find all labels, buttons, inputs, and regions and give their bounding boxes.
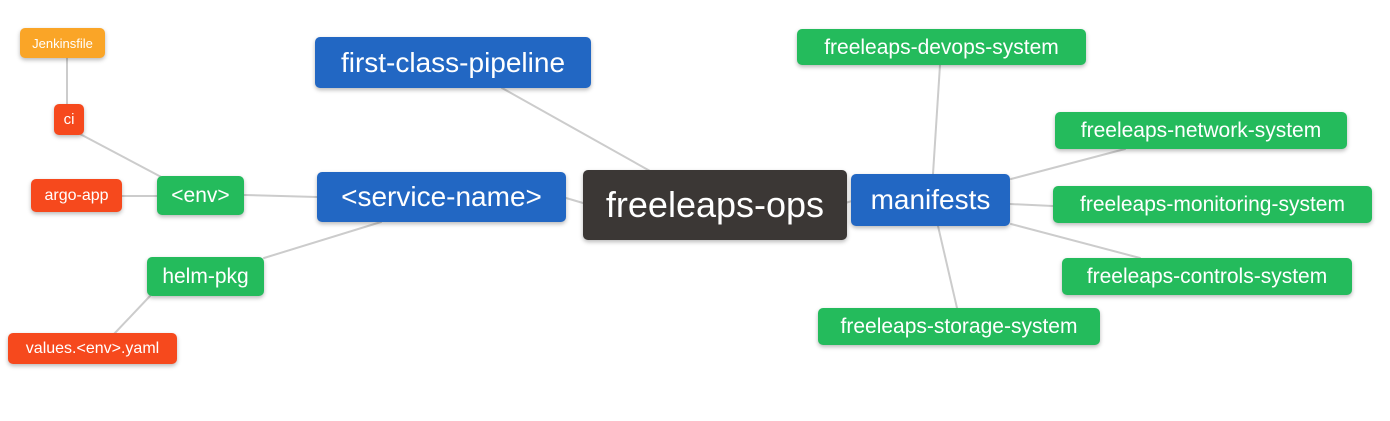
edge-service-name-env xyxy=(243,194,318,198)
node-freeleaps-storage-system[interactable]: freeleaps-storage-system xyxy=(818,308,1100,345)
node-freeleaps-ops[interactable]: freeleaps-ops xyxy=(583,170,847,240)
edge-freeleaps-ops-first-class-pipeline xyxy=(501,87,651,172)
node-values-env-yaml[interactable]: values.<env>.yaml xyxy=(8,333,177,364)
node-argo-app[interactable]: argo-app xyxy=(31,179,122,212)
node-ci[interactable]: ci xyxy=(54,104,84,135)
node-helm-pkg[interactable]: helm-pkg xyxy=(147,257,264,296)
edge-freeleaps-ops-service-name xyxy=(565,197,584,204)
edge-manifests-freeleaps-network-system xyxy=(1010,148,1126,180)
edge-manifests-freeleaps-monitoring-system xyxy=(1009,203,1054,207)
node-service-name[interactable]: <service-name> xyxy=(317,172,566,222)
edge-helm-pkg-values-env-yaml xyxy=(113,295,151,335)
node-freeleaps-network-system[interactable]: freeleaps-network-system xyxy=(1055,112,1347,149)
edge-manifests-freeleaps-devops-system xyxy=(932,64,941,175)
node-manifests[interactable]: manifests xyxy=(851,174,1010,226)
node-freeleaps-monitoring-system[interactable]: freeleaps-monitoring-system xyxy=(1053,186,1372,223)
edge-manifests-freeleaps-storage-system xyxy=(937,225,958,309)
node-freeleaps-devops-system[interactable]: freeleaps-devops-system xyxy=(797,29,1086,65)
node-freeleaps-controls-system[interactable]: freeleaps-controls-system xyxy=(1062,258,1352,295)
edge-manifests-freeleaps-controls-system xyxy=(1010,223,1141,259)
edge-env-ci xyxy=(79,133,166,180)
node-jenkinsfile[interactable]: Jenkinsfile xyxy=(20,28,105,58)
node-first-class-pipeline[interactable]: first-class-pipeline xyxy=(315,37,591,88)
node-env[interactable]: <env> xyxy=(157,176,244,215)
edge-service-name-helm-pkg xyxy=(263,221,382,259)
